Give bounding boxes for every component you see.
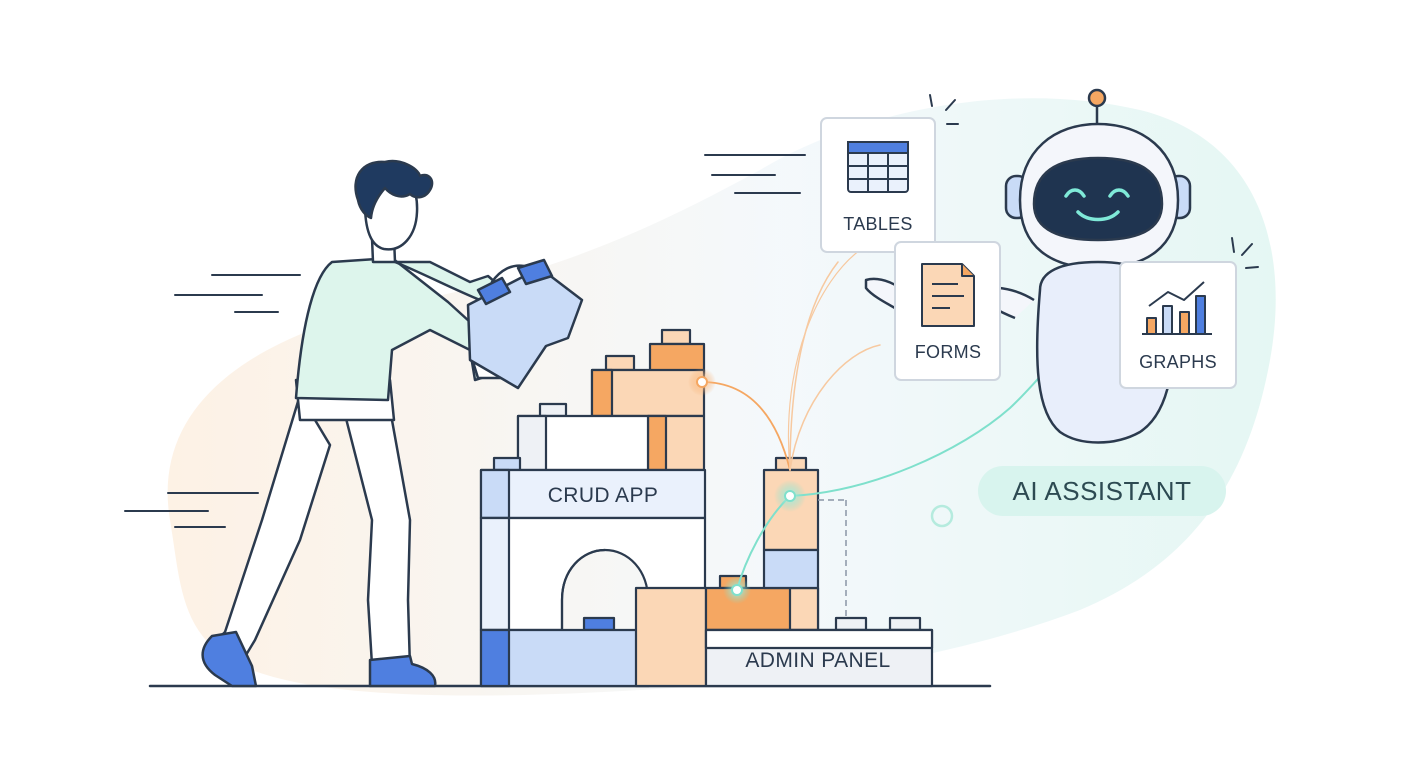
block	[516, 414, 548, 472]
card-forms: FORMS	[894, 241, 1001, 381]
ai-assistant-badge: AI ASSISTANT	[978, 466, 1226, 516]
glow-dot	[731, 584, 743, 596]
block	[762, 548, 820, 590]
block	[479, 628, 511, 688]
document-icon	[921, 263, 975, 327]
glow-dot	[784, 490, 796, 502]
block	[660, 328, 692, 346]
table-icon	[847, 141, 909, 193]
glow-dot	[696, 376, 708, 388]
block	[582, 616, 616, 632]
sparkle-icon	[929, 94, 1259, 269]
admin-panel-label: ADMIN PANEL	[745, 649, 890, 672]
held-block	[466, 258, 584, 390]
card-tables-label: TABLES	[843, 214, 913, 234]
ai-assistant-label: AI ASSISTANT	[1013, 476, 1192, 506]
shoe	[368, 654, 437, 688]
block	[888, 616, 922, 632]
motion-lines	[124, 154, 806, 528]
block	[479, 516, 511, 632]
shoe	[201, 630, 258, 688]
block	[492, 456, 522, 472]
card-graphs: GRAPHS	[1119, 261, 1237, 389]
block	[604, 354, 636, 372]
block	[634, 586, 708, 688]
robot-face	[1064, 188, 1130, 222]
block	[538, 402, 568, 418]
card-forms-label: FORMS	[915, 342, 982, 362]
block	[834, 616, 868, 632]
block	[646, 414, 668, 472]
bar-chart-icon	[1142, 281, 1212, 335]
decorative-ring	[930, 504, 954, 528]
card-tables: TABLES	[820, 117, 936, 253]
card-graphs-label: GRAPHS	[1139, 352, 1217, 372]
crud-app-label: CRUD APP	[548, 484, 659, 507]
block	[704, 628, 934, 650]
block	[590, 368, 614, 418]
block	[788, 586, 820, 632]
block	[479, 468, 511, 520]
person-figure	[201, 159, 532, 688]
